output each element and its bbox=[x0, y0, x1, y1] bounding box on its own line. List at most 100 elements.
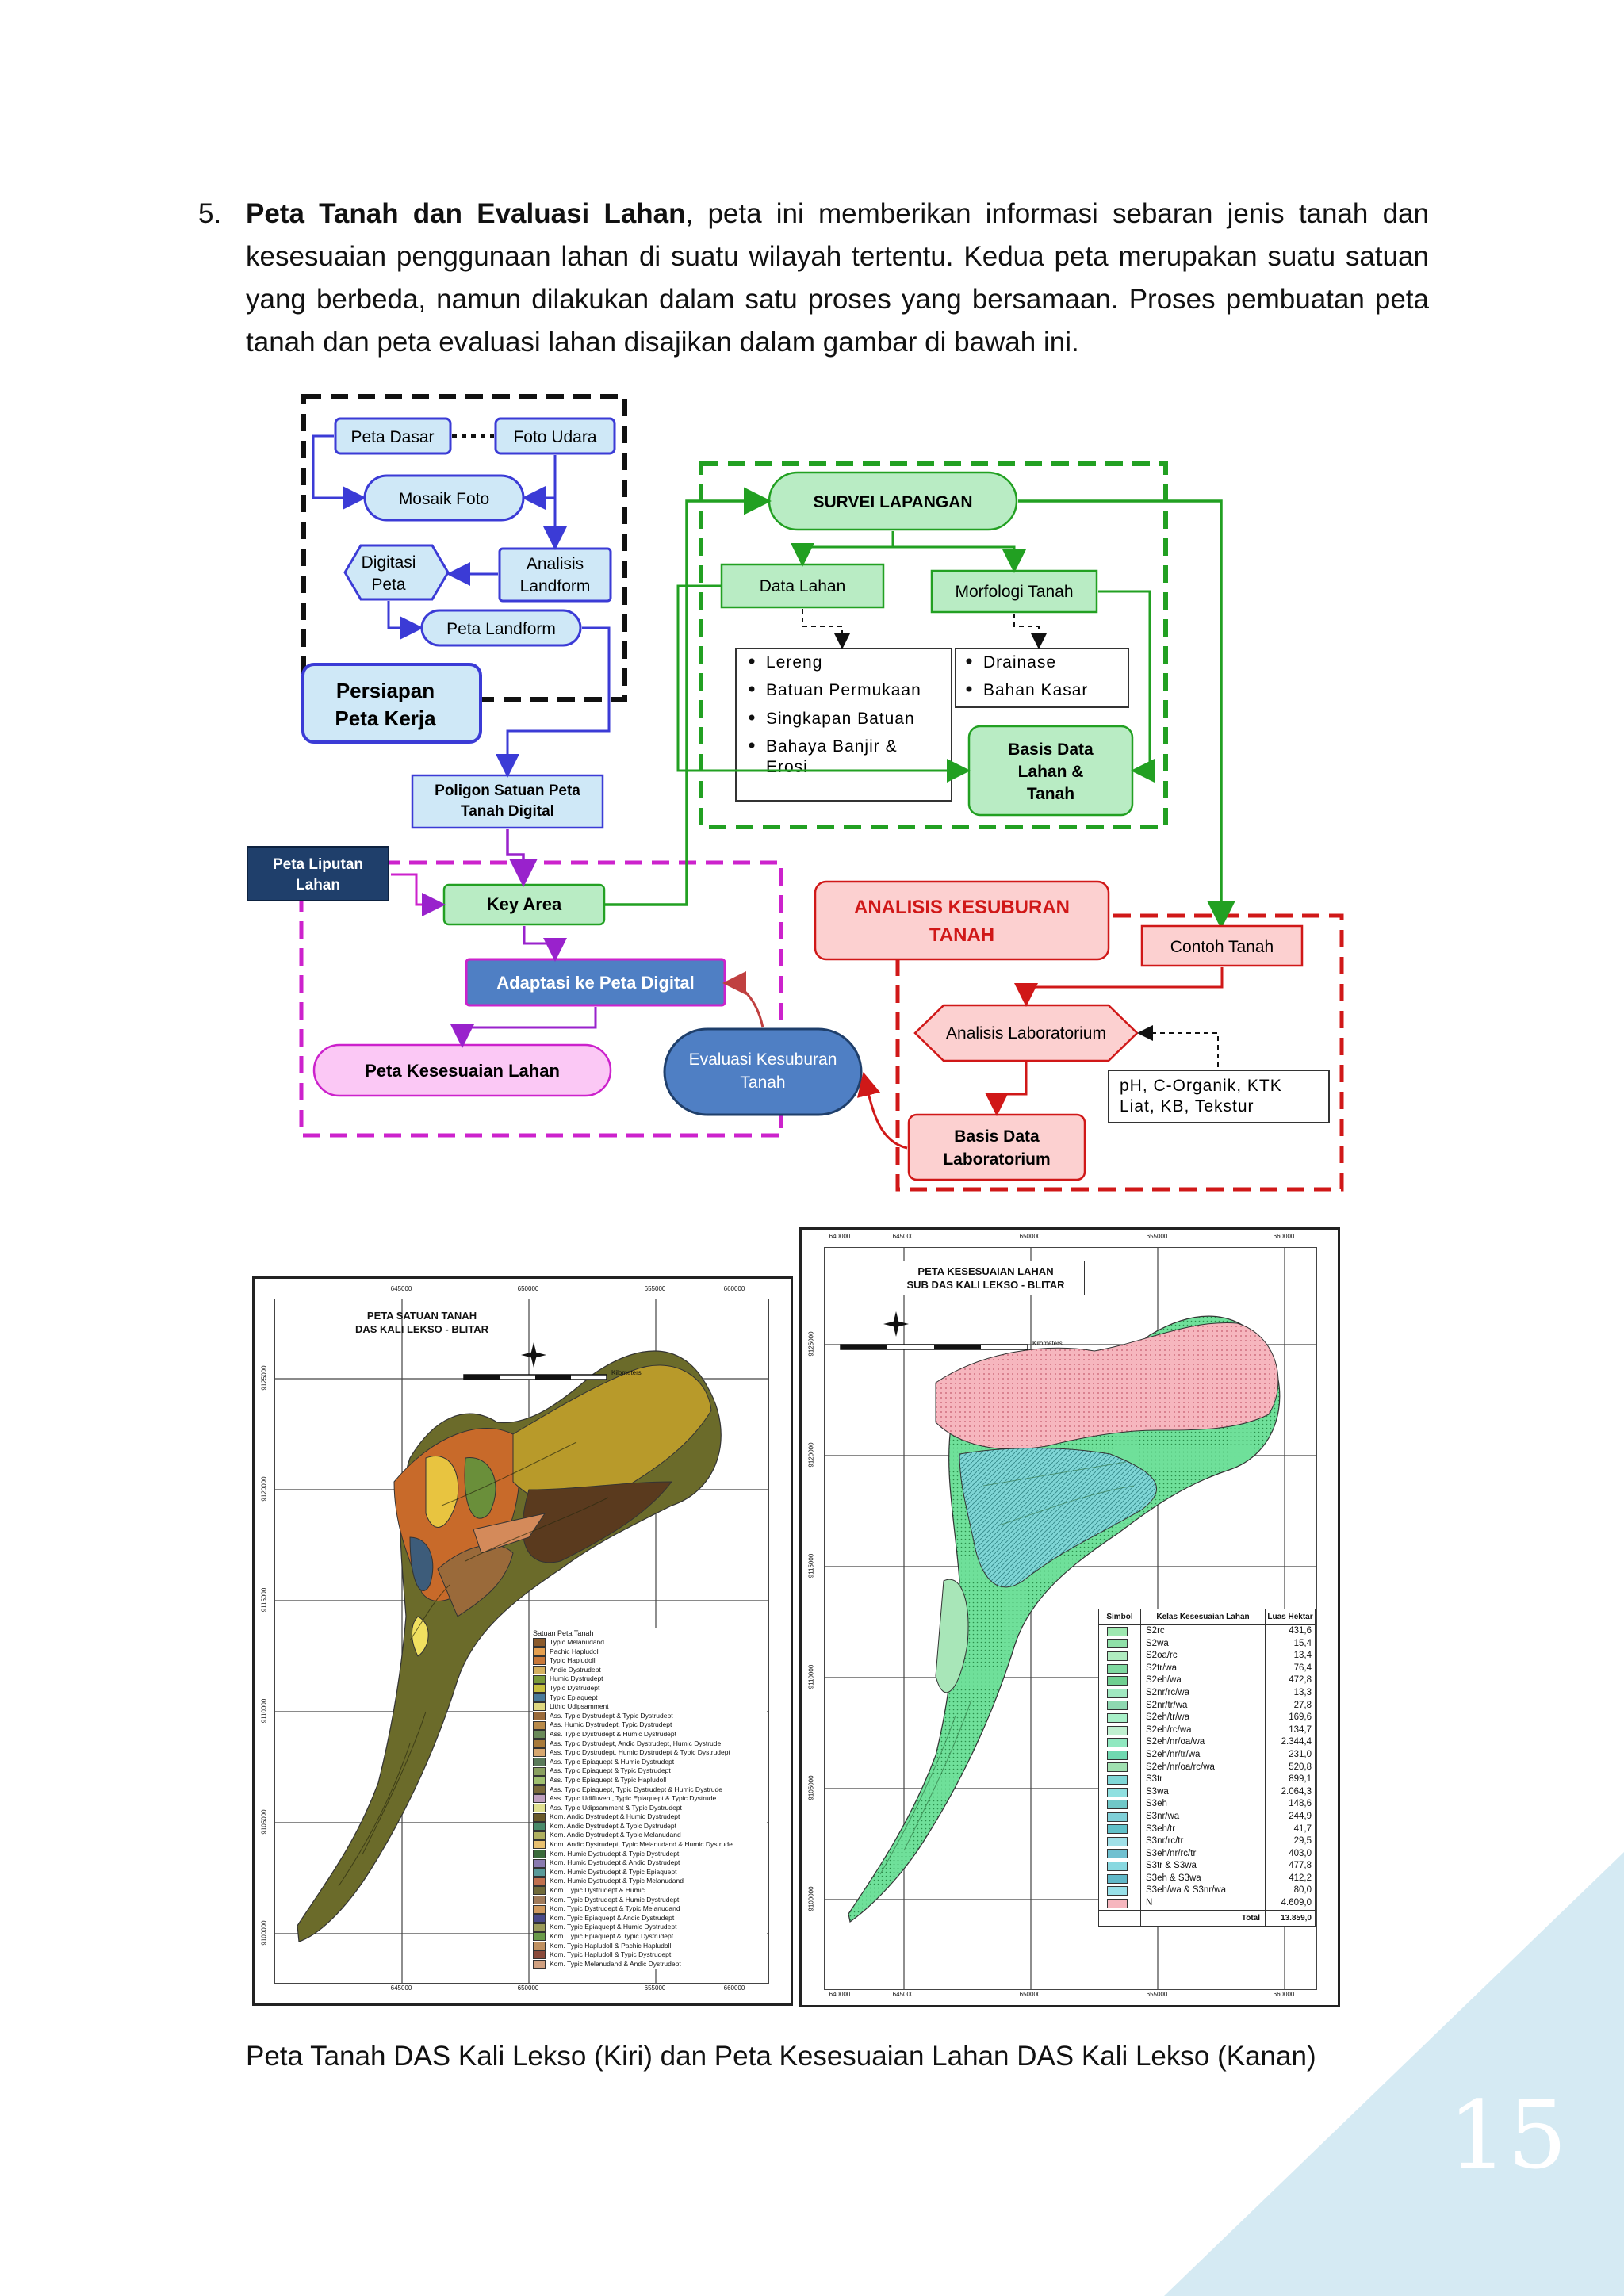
class-swatch bbox=[1107, 1836, 1128, 1846]
land-suitability-map: PETA KESESUAIAN LAHAN SUB DAS KALI LEKSO… bbox=[799, 1227, 1340, 2007]
suitability-map-frame: PETA KESESUAIAN LAHAN SUB DAS KALI LEKSO… bbox=[824, 1247, 1317, 1990]
axis-tick-label: 9120000 bbox=[807, 1442, 815, 1468]
axis-tick-label: 9115000 bbox=[260, 1587, 268, 1613]
axis-tick-label: 655000 bbox=[644, 1984, 666, 1992]
data-lahan-item: Lereng bbox=[766, 653, 822, 672]
data-lahan-item: Batuan Permukaan bbox=[766, 681, 921, 699]
axis-tick-label: 655000 bbox=[1146, 1991, 1168, 1998]
morfologi-item: Bahan Kasar bbox=[983, 681, 1088, 699]
legend-item: Typic Dystrudept bbox=[533, 1684, 767, 1693]
class-code: S2nr/tr/wa bbox=[1140, 1699, 1266, 1712]
class-area: 231,0 bbox=[1289, 1749, 1312, 1759]
table-row: S3tr 899,1 bbox=[1099, 1774, 1315, 1786]
class-area: 472,8 bbox=[1289, 1675, 1312, 1686]
col-kelas: Kelas Kesesuaian Lahan bbox=[1140, 1609, 1266, 1625]
axis-tick-label: 650000 bbox=[1019, 1233, 1041, 1240]
analisis-kesuburan-label-2: TANAH bbox=[929, 924, 994, 946]
legend-swatch bbox=[533, 1702, 546, 1712]
legend-swatch bbox=[533, 1748, 546, 1758]
parameter-label-2: Liat, KB, Tekstur bbox=[1120, 1097, 1254, 1115]
legend-item: Kom. Typic Hapludoll & Pachic Hapludoll bbox=[533, 1942, 767, 1951]
adaptasi-label: Adaptasi ke Peta Digital bbox=[496, 973, 694, 993]
legend-swatch bbox=[533, 1877, 546, 1886]
class-swatch bbox=[1107, 1824, 1128, 1835]
legend-item: Humic Dystrudept bbox=[533, 1674, 767, 1684]
legend-item: Typic Melanudand bbox=[533, 1638, 767, 1647]
figure-caption: Peta Tanah DAS Kali Lekso (Kiri) dan Pet… bbox=[246, 2041, 1316, 2072]
digitasi-label-2: Peta bbox=[371, 576, 406, 594]
class-code: S3tr bbox=[1140, 1774, 1266, 1786]
class-area: 244,9 bbox=[1289, 1811, 1312, 1821]
legend-item: Kom. Typic Dystrudept & Typic Melanudand bbox=[533, 1904, 767, 1914]
axis-tick-label: 9100000 bbox=[807, 1886, 815, 1911]
legend-item: Kom. Typic Epiaquept & Andic Dystrudept bbox=[533, 1914, 767, 1923]
class-swatch bbox=[1107, 1688, 1128, 1698]
analisis-lab-label: Analisis Laboratorium bbox=[946, 1024, 1106, 1043]
class-code: S2rc bbox=[1140, 1624, 1266, 1638]
legend-swatch bbox=[533, 1803, 546, 1812]
suitability-title-line2: SUB DAS KALI LEKSO - BLITAR bbox=[906, 1279, 1065, 1291]
axis-tick-label: 9100000 bbox=[260, 1920, 268, 1946]
legend-label: Ass. Typic Epiaquept & Typic Dystrudept bbox=[550, 1766, 671, 1775]
soil-map-title-line2: DAS KALI LEKSO - BLITAR bbox=[354, 1323, 489, 1335]
legend-label: Ass. Typic Epiaquept, Typic Dystrudept &… bbox=[550, 1785, 722, 1793]
legend-label: Kom. Andic Dystrudept, Typic Melanudand … bbox=[550, 1840, 733, 1849]
legend-swatch bbox=[533, 1720, 546, 1730]
suitability-map-title: PETA KESESUAIAN LAHAN SUB DAS KALI LEKSO… bbox=[887, 1261, 1085, 1295]
class-swatch bbox=[1107, 1663, 1128, 1674]
legend-swatch bbox=[533, 1785, 546, 1794]
legend-item: Kom. Typic Hapludoll & Typic Dystrudept bbox=[533, 1950, 767, 1960]
legend-item: Kom. Typic Dystrudept & Humic Dystrudept bbox=[533, 1896, 767, 1905]
legend-item: Ass. Typic Dystrudept, Humic Dystrudept … bbox=[533, 1748, 767, 1758]
class-area: 899,1 bbox=[1289, 1774, 1312, 1785]
legend-item: Kom. Typic Epiaquept & Typic Dystrudept bbox=[533, 1932, 767, 1942]
col-luas: Luas Hektar bbox=[1267, 1613, 1313, 1621]
axis-tick-label: 9115000 bbox=[807, 1553, 815, 1578]
legend-item: Pachic Hapludoll bbox=[533, 1647, 767, 1657]
evaluasi-label-1: Evaluasi Kesuburan bbox=[689, 1050, 837, 1069]
class-swatch bbox=[1107, 1849, 1128, 1859]
class-code: S2wa bbox=[1140, 1637, 1266, 1651]
legend-label: Kom. Typic Dystrudept & Humic Dystrudept bbox=[550, 1895, 680, 1904]
class-code: S2nr/rc/wa bbox=[1140, 1686, 1266, 1700]
legend-swatch bbox=[533, 1923, 546, 1932]
contoh-tanah-box bbox=[1140, 924, 1304, 967]
legend-label: Lithic Udipsamment bbox=[550, 1702, 609, 1711]
legend-item: Kom. Typic Dystrudept & Humic bbox=[533, 1886, 767, 1896]
digitasi-label-1: Digitasi bbox=[362, 553, 416, 572]
basis-label-1: Basis Data bbox=[1008, 740, 1094, 759]
legend-swatch bbox=[533, 1858, 546, 1868]
axis-tick-label: 645000 bbox=[892, 1991, 914, 1998]
data-lahan-item: Bahaya Banjir & bbox=[766, 737, 898, 756]
soil-map-title-line1: PETA SATUAN TANAH bbox=[366, 1310, 477, 1322]
legend-item: Andic Dystrudept bbox=[533, 1666, 767, 1675]
class-area: 520,8 bbox=[1289, 1762, 1312, 1772]
legend-item: Ass. Typic Dystrudept, Andic Dystrudept,… bbox=[533, 1739, 767, 1749]
class-code: S2eh/rc/wa bbox=[1140, 1724, 1266, 1737]
legend-item: Kom. Andic Dystrudept, Typic Melanudand … bbox=[533, 1840, 767, 1850]
legend-swatch bbox=[533, 1766, 546, 1776]
analisis-label-2: Landform bbox=[520, 577, 591, 595]
basis-lab-label-2: Laboratorium bbox=[943, 1150, 1050, 1169]
legend-item: Ass. Typic Epiaquept, Typic Dystrudept &… bbox=[533, 1785, 767, 1795]
legend-item: Ass. Typic Udifluvent, Typic Epiaquept &… bbox=[533, 1794, 767, 1804]
poligon-box bbox=[411, 774, 604, 829]
class-swatch bbox=[1107, 1862, 1128, 1872]
class-swatch bbox=[1107, 1898, 1128, 1908]
class-swatch bbox=[1107, 1774, 1128, 1785]
axis-tick-label: 650000 bbox=[517, 1984, 539, 1992]
